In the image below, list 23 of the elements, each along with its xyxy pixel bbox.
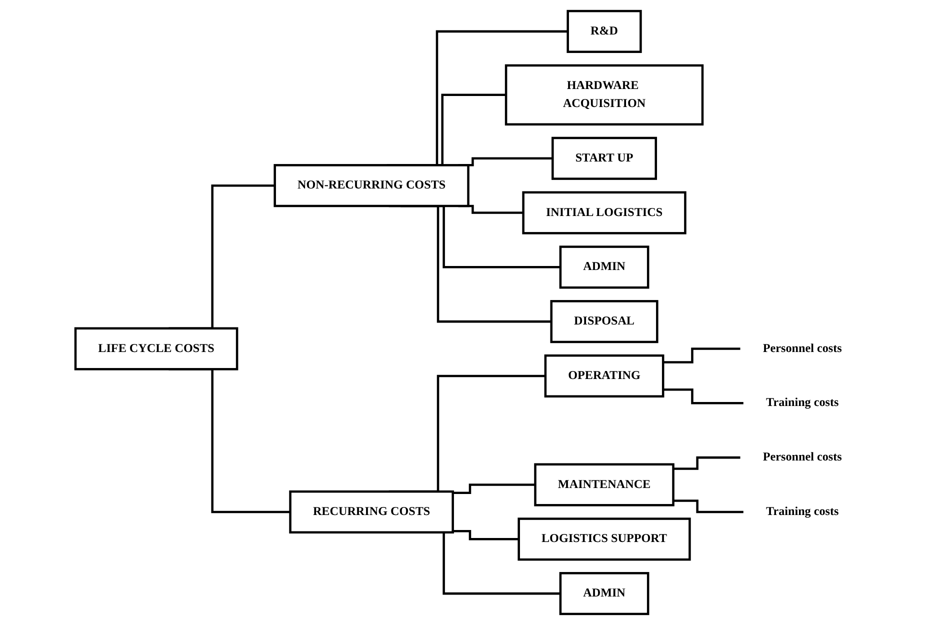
node-box: ADMIN [559, 572, 650, 616]
node-box: DISPOSAL [550, 300, 658, 344]
node-box: OPERATING [544, 354, 664, 398]
node-box: R&D [566, 10, 642, 53]
connector [673, 456, 740, 470]
node-box: ADMIN [559, 246, 650, 289]
node-text: Training costs [766, 396, 839, 410]
node-text: Training costs [766, 505, 839, 518]
node-box: LIFE CYCLE COSTS [74, 327, 238, 370]
node-box: RECURRING COSTS [289, 490, 454, 534]
connector [663, 388, 744, 404]
node-box: LOGISTICS SUPPORT [518, 518, 691, 561]
node-box: NON-RECURRING COSTS [274, 164, 470, 208]
connector [663, 348, 740, 364]
node-box: HARDWARE ACQUISITION [504, 64, 704, 126]
connector [452, 530, 519, 540]
connector [673, 500, 744, 514]
node-box: INITIAL LOGISTICS [522, 191, 686, 234]
node-box: MAINTENANCE [534, 463, 674, 506]
node-text: Personnel costs [762, 342, 842, 355]
node-text: Personnel costs [762, 450, 842, 464]
node-box: START UP [552, 136, 658, 180]
connector [452, 484, 536, 494]
